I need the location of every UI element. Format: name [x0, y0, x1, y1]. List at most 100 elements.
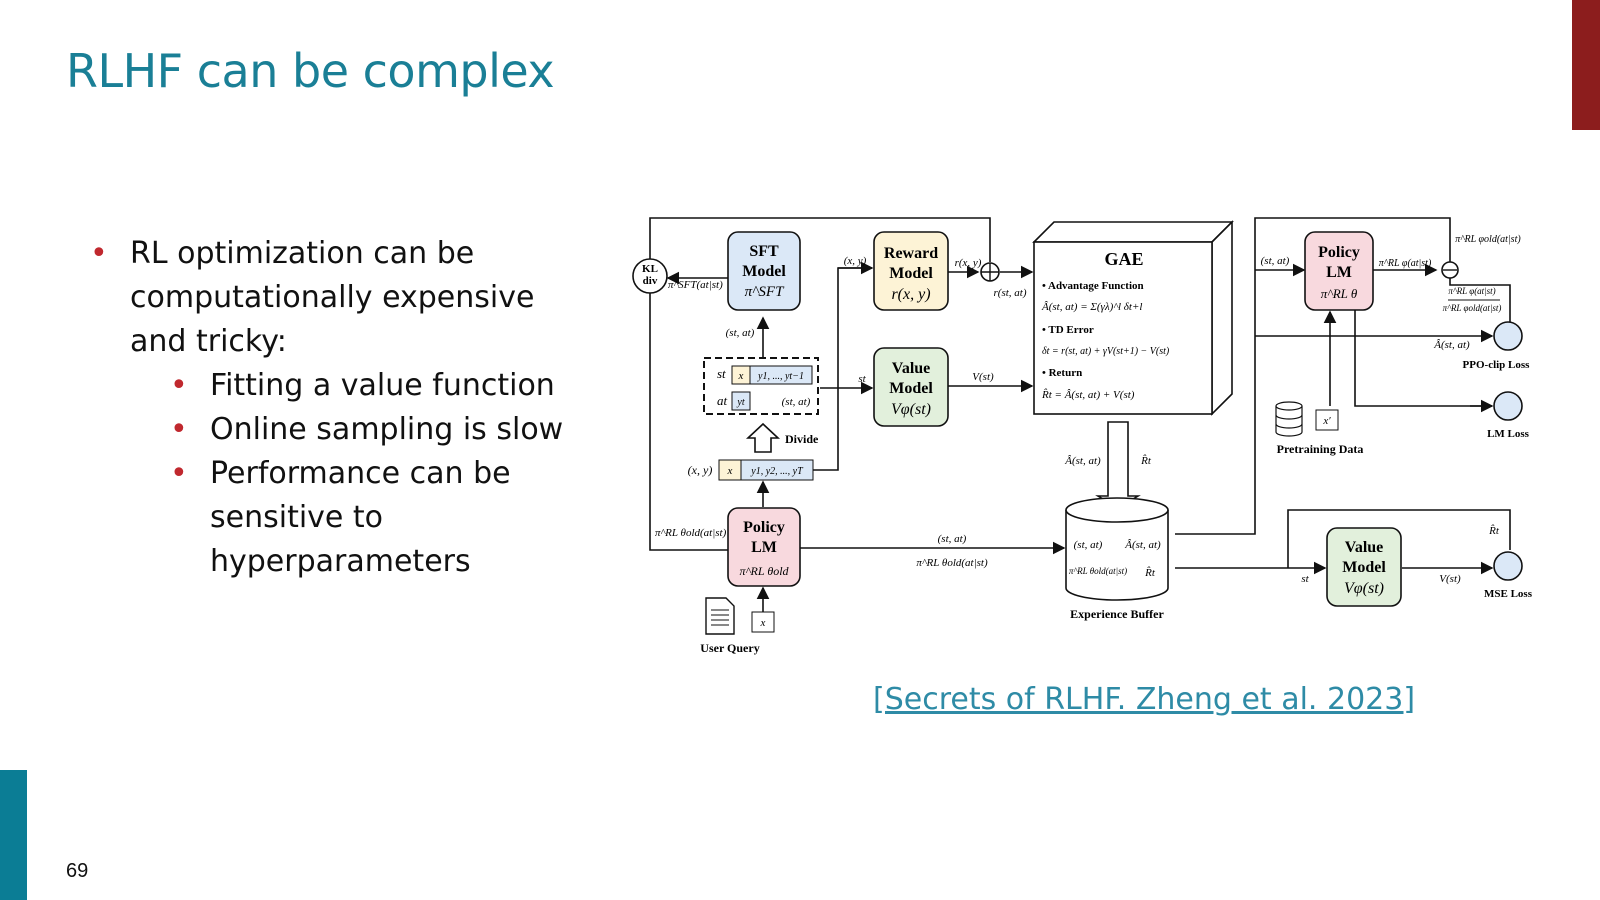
top-accent-bar: [1572, 0, 1600, 130]
value-st-label: V(st): [1439, 573, 1461, 585]
diagram-arrows: [649, 217, 1511, 612]
xy-label: (x, y): [844, 255, 867, 267]
gae-item-text: TD Error: [1048, 324, 1093, 336]
kl-div-node: [632, 258, 668, 294]
state-action-label: (st, at): [726, 327, 755, 339]
action-token: at: [717, 393, 728, 408]
buffer-label: Experience Buffer: [1070, 607, 1164, 621]
kl-label: KL: [642, 263, 658, 275]
pi-phi-label: π^RL φ(at|st): [1379, 258, 1432, 269]
ppo-loss-node: [1493, 321, 1523, 351]
user-query-label: User Query: [700, 641, 759, 655]
y-prefix-token: y1, ..., yt−1: [757, 371, 804, 382]
citation-link[interactable]: [Secrets of RLHF. Zheng et al. 2023]: [873, 682, 1416, 717]
policy-old-symbol: π^RL θold: [739, 564, 789, 578]
lm-loss-label: LM Loss: [1487, 428, 1530, 440]
policy-old-box: [727, 507, 801, 587]
gae-equation: R̂t = Â(st, at) + V(st): [1041, 388, 1135, 401]
x-token-box: [751, 611, 775, 633]
value-model-box: [1326, 527, 1402, 607]
lm-loss-node: [1493, 391, 1523, 421]
y-all-box: [740, 459, 814, 481]
gae-equation: Â(st, at) = Σ(γλ)^l δt+l: [1041, 301, 1142, 313]
pi-old-mid-label: π^RL θold(at|st): [916, 557, 988, 569]
x-token: x: [727, 465, 733, 477]
gae-equation: δt = r(st, at) + γV(st+1) − V(st): [1042, 346, 1170, 357]
x-token: x: [760, 617, 766, 629]
y-prefix-box: [749, 365, 813, 385]
bullet-main: RL optimization can be computationally e…: [88, 232, 568, 584]
advantage-label: Â(st, at): [1433, 339, 1470, 351]
bullet-main-text: RL optimization can be computationally e…: [130, 236, 535, 359]
ppo-loss-label: PPO-clip Loss: [1463, 359, 1531, 371]
buffer-cell: (st, at): [1074, 539, 1103, 551]
mse-loss-node: [1493, 551, 1523, 581]
value-symbol: Vφ(st): [1344, 580, 1384, 597]
pi-sft-label: π^SFT(at|st): [668, 279, 723, 291]
yt-token: yt: [736, 397, 744, 408]
reward-sa-label: r(st, at): [994, 287, 1027, 299]
gae-item-text: Return: [1049, 367, 1083, 379]
policy-label: LM: [1326, 264, 1352, 281]
x-prime-token: x′: [1322, 415, 1331, 427]
gae-item-text: Advantage Function: [1048, 280, 1144, 292]
state-action-label: (st, at): [938, 533, 967, 545]
document-icon: [705, 597, 735, 635]
slide-title: RLHF can be complex: [66, 44, 555, 98]
gae-box: [1032, 220, 1234, 416]
advantage-label: Â(st, at): [1064, 455, 1101, 467]
value-label: Model: [1342, 559, 1386, 576]
return-label: R̂t: [1488, 524, 1500, 537]
sub-bullet: Fitting a value function: [168, 364, 568, 408]
sft-symbol: π^SFT: [745, 284, 786, 300]
buffer-cell: R̂t: [1144, 566, 1156, 579]
divide-arrow: [745, 422, 781, 453]
rxy-label: r(x, y): [955, 257, 982, 269]
xy-label: (x, y): [688, 463, 713, 477]
reward-label: Reward: [884, 245, 938, 262]
policy-label: Policy: [1318, 244, 1360, 261]
buffer-cell: π^RL θold(at|st): [1069, 566, 1127, 576]
buffer-cell: Â(st, at): [1124, 539, 1161, 551]
reward-model-box: [873, 231, 949, 311]
x-prime-token-box: [1315, 409, 1339, 431]
yt-token-box: [731, 391, 751, 411]
value-label: Value: [892, 360, 931, 377]
database-icon: [1275, 401, 1303, 437]
gae-item: • TD Error: [1042, 324, 1094, 336]
pi-old-label: π^RL θold(at|st): [655, 527, 727, 539]
gae-item: • Advantage Function: [1042, 280, 1144, 292]
return-label: R̂t: [1140, 454, 1152, 467]
value-st-label: V(st): [972, 371, 994, 383]
value-symbol: Vφ(st): [891, 401, 931, 418]
pretraining-label: Pretraining Data: [1277, 442, 1364, 456]
state-token: st: [717, 366, 726, 381]
experience-buffer: [1065, 497, 1169, 601]
policy-new-box: [1304, 231, 1374, 311]
state-action-label: (st, at): [1261, 255, 1290, 267]
y-all-token: y1, y2, ..., yT: [750, 466, 804, 477]
pi-phi-old-label: π^RL φold(at|st): [1455, 234, 1521, 245]
divide-box: [703, 357, 819, 415]
gae-title: GAE: [1104, 249, 1143, 269]
x-token: x: [738, 370, 744, 382]
gae-item: • Return: [1042, 367, 1082, 379]
value-model-box: [873, 347, 949, 427]
mse-loss-label: MSE Loss: [1484, 588, 1533, 600]
policy-label: Policy: [743, 519, 785, 536]
ratio-denominator: π^RL φold(at|st): [1443, 303, 1502, 313]
state-action-label: (st, at): [782, 396, 811, 408]
bottom-accent-bar: [0, 770, 27, 900]
st-label: st: [1301, 573, 1309, 585]
st-label: st: [858, 373, 866, 385]
sub-bullet: Performance can be sensitive to hyperpar…: [168, 452, 568, 584]
ratio-numerator: π^RL φ(at|st): [1448, 286, 1495, 296]
reward-symbol: r(x, y): [891, 286, 930, 303]
policy-new-symbol: π^RL θ: [1321, 286, 1358, 301]
value-label: Value: [1345, 539, 1384, 556]
value-label: Model: [889, 380, 933, 397]
sft-label: SFT: [749, 243, 779, 260]
bullet-list: RL optimization can be computationally e…: [88, 232, 568, 584]
sub-bullet-list: Fitting a value function Online sampling…: [168, 364, 568, 584]
